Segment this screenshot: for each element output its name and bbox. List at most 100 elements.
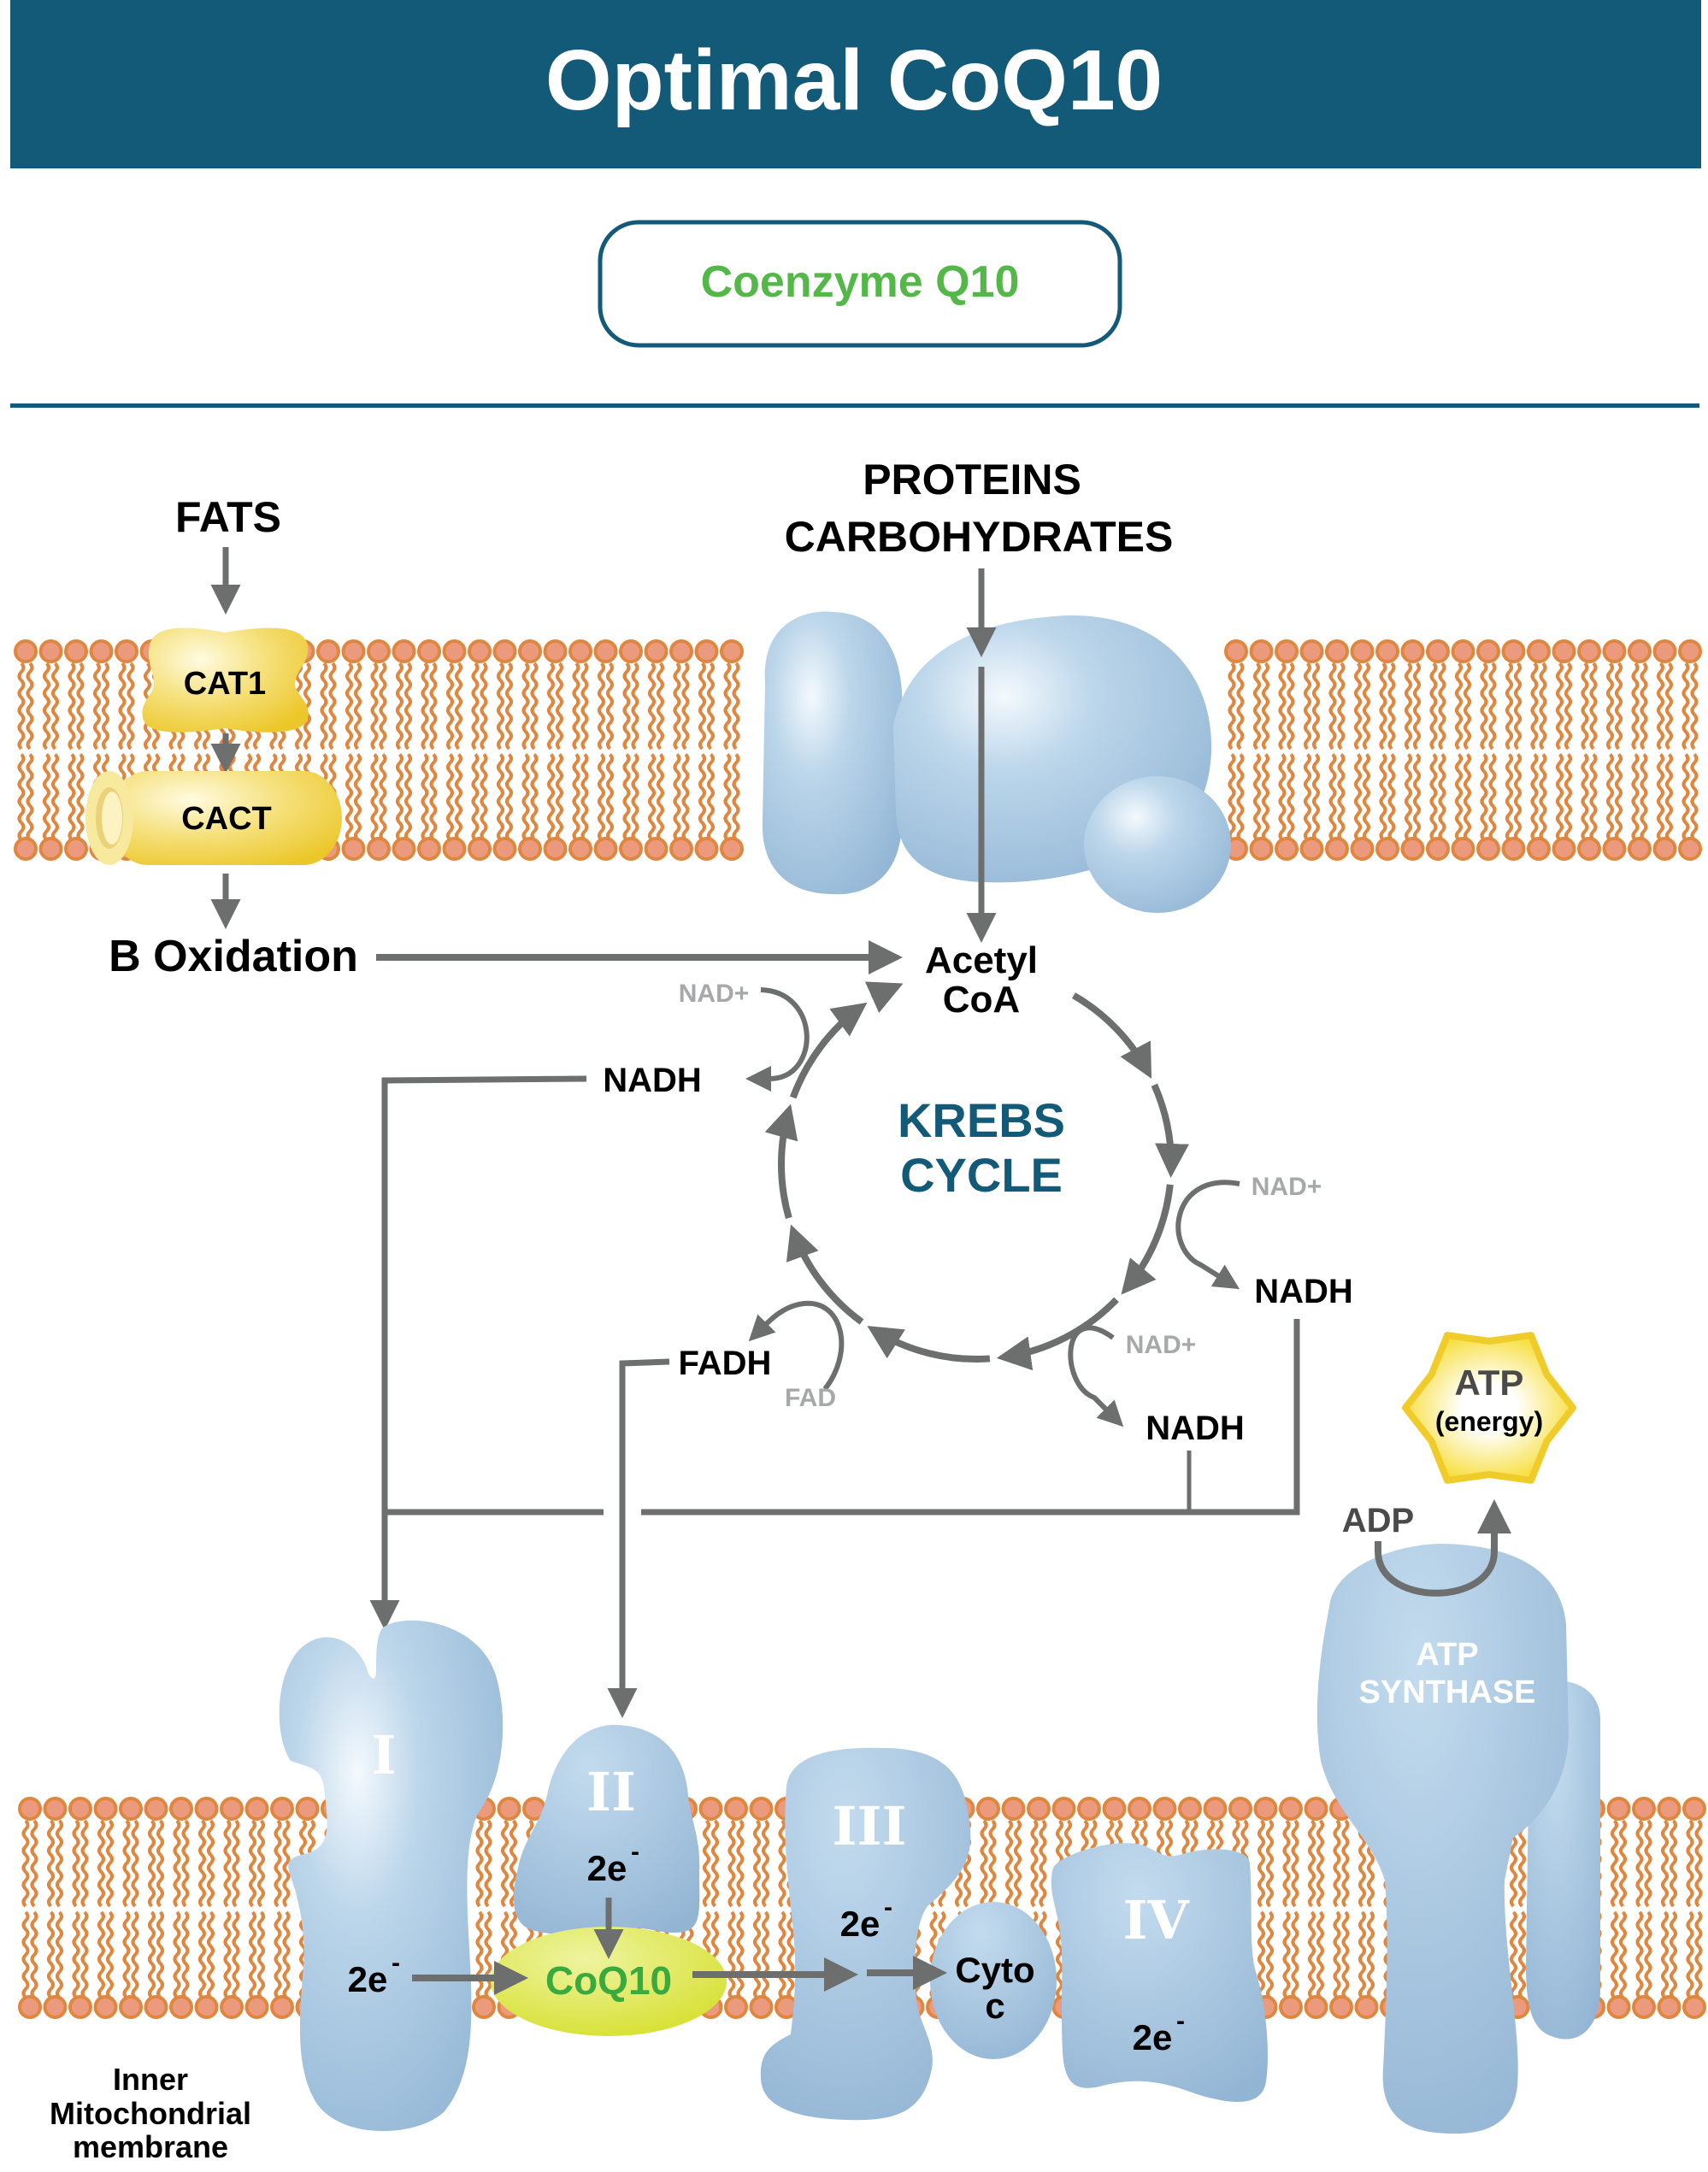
lipid-head <box>1325 639 1349 663</box>
lipid-head <box>194 1995 219 2019</box>
phospholipid <box>1628 639 1652 861</box>
phospholipid <box>1253 1797 1278 2019</box>
lipid-head <box>38 639 63 663</box>
lipid-head <box>1249 639 1274 663</box>
cycle-label: CYCLE <box>900 1148 1063 1202</box>
electron-text: 2e <box>348 1959 388 1999</box>
phospholipid <box>1350 639 1375 861</box>
krebs-label: KREBS <box>898 1093 1065 1147</box>
nad-plus-right: NAD+ <box>1252 1173 1322 1201</box>
membrane-transport-protein <box>762 611 1231 913</box>
phospholipid <box>144 1797 168 2019</box>
lipid-head <box>1178 1797 1202 1821</box>
lipid-head <box>1632 1797 1656 1821</box>
phospholipid <box>367 639 391 861</box>
krebs-arc-arrow <box>1151 1083 1189 1178</box>
lipid-head <box>93 1995 118 2019</box>
phospholipid <box>724 1797 748 2019</box>
phospholipid <box>43 1797 68 2019</box>
phospholipid <box>1275 639 1299 861</box>
coq10-label: CoQ10 <box>545 1958 672 2003</box>
lipid-head <box>694 639 719 663</box>
complex-i-label: I <box>371 1724 396 1786</box>
lipid-head <box>18 1797 42 1821</box>
page-title: Optimal CoQ10 <box>545 32 1163 128</box>
phospholipid <box>270 1797 294 2019</box>
lipid-head <box>694 837 719 861</box>
fad-label: FAD <box>785 1384 836 1412</box>
lipid-head <box>720 639 744 663</box>
nad-bottom-curve-arrow <box>1068 1325 1124 1427</box>
lipid-head <box>144 1995 168 2019</box>
phospholipid <box>1476 639 1500 861</box>
phospholipid <box>472 1797 496 2019</box>
acetyl-label: Acetyl <box>925 939 1038 981</box>
lipid-head <box>1652 639 1677 663</box>
lipid-head <box>543 837 568 861</box>
phospholipid <box>38 639 63 861</box>
complex-iii: III <box>760 1747 971 2121</box>
lipid-head <box>472 1995 496 2019</box>
electron-sup: - <box>392 1949 400 1977</box>
lipid-head <box>1400 837 1425 861</box>
lipid-head <box>593 837 618 861</box>
phospholipid <box>619 639 643 861</box>
nad-right-curve-arrow <box>1175 1180 1240 1290</box>
krebs-arc-arrow <box>864 981 904 1014</box>
lipid-head <box>1102 1797 1127 1821</box>
krebs-arc-arrow <box>1071 992 1152 1080</box>
section-divider <box>10 403 1699 408</box>
nadh-left-to-complex1-line <box>369 1075 587 1630</box>
lipid-head <box>1476 837 1500 861</box>
cat1-transporter: CAT1 <box>142 627 309 733</box>
phospholipid <box>492 639 517 861</box>
phospholipid <box>669 639 693 861</box>
lipid-head <box>14 837 38 861</box>
phospholipid <box>194 1797 219 2019</box>
lipid-head <box>518 639 542 663</box>
nad-left-curve-arrow <box>745 987 810 1092</box>
lipid-head <box>341 837 366 861</box>
krebs-cycle-ring <box>764 981 1189 1371</box>
lipid-head <box>1552 639 1576 663</box>
lipid-head <box>1027 1797 1051 1821</box>
lipid-head <box>1299 837 1324 861</box>
lipid-head <box>1400 639 1425 663</box>
lipid-head <box>1628 837 1652 861</box>
lipid-head <box>1552 837 1576 861</box>
lipid-head <box>1325 837 1349 861</box>
lipid-head <box>1501 837 1526 861</box>
phospholipid <box>1325 639 1349 861</box>
phospholipid <box>220 1797 244 2019</box>
atp-synthase-label-1: ATP <box>1416 1637 1478 1673</box>
lipid-head <box>1249 837 1274 861</box>
phospholipid <box>1652 639 1677 861</box>
lipid-head <box>669 639 693 663</box>
lipid-head <box>1375 837 1399 861</box>
lipid-head <box>1001 1797 1026 1821</box>
lipid-head <box>43 1797 68 1821</box>
electron-sup: - <box>1176 2007 1185 2035</box>
phospholipid <box>1657 1797 1681 2019</box>
lipid-head <box>619 639 643 663</box>
complex-iv: IV <box>1051 1843 1268 2103</box>
lipid-head <box>442 639 467 663</box>
cytochrome-c <box>930 1902 1057 2059</box>
atp-synthase-label-2: SYNTHASE <box>1359 1675 1536 1710</box>
phospholipid <box>1400 639 1425 861</box>
lipid-head <box>724 1995 748 2019</box>
coa-label: CoA <box>943 979 1020 1021</box>
lipid-head <box>93 1797 118 1821</box>
phospholipid <box>1501 639 1526 861</box>
fadh-label: FADH <box>679 1345 772 1382</box>
phospholipid <box>593 639 618 861</box>
membrane-legend-line1: Inner <box>113 2062 188 2097</box>
phospholipid <box>1249 639 1274 861</box>
cat1-label: CAT1 <box>184 666 266 702</box>
lipid-head <box>1275 837 1299 861</box>
phospholipid <box>169 1797 193 2019</box>
phospholipid <box>1279 1797 1303 2019</box>
lipid-head <box>1501 639 1526 663</box>
lipid-head <box>220 1995 244 2019</box>
phospholipid <box>1577 639 1601 861</box>
